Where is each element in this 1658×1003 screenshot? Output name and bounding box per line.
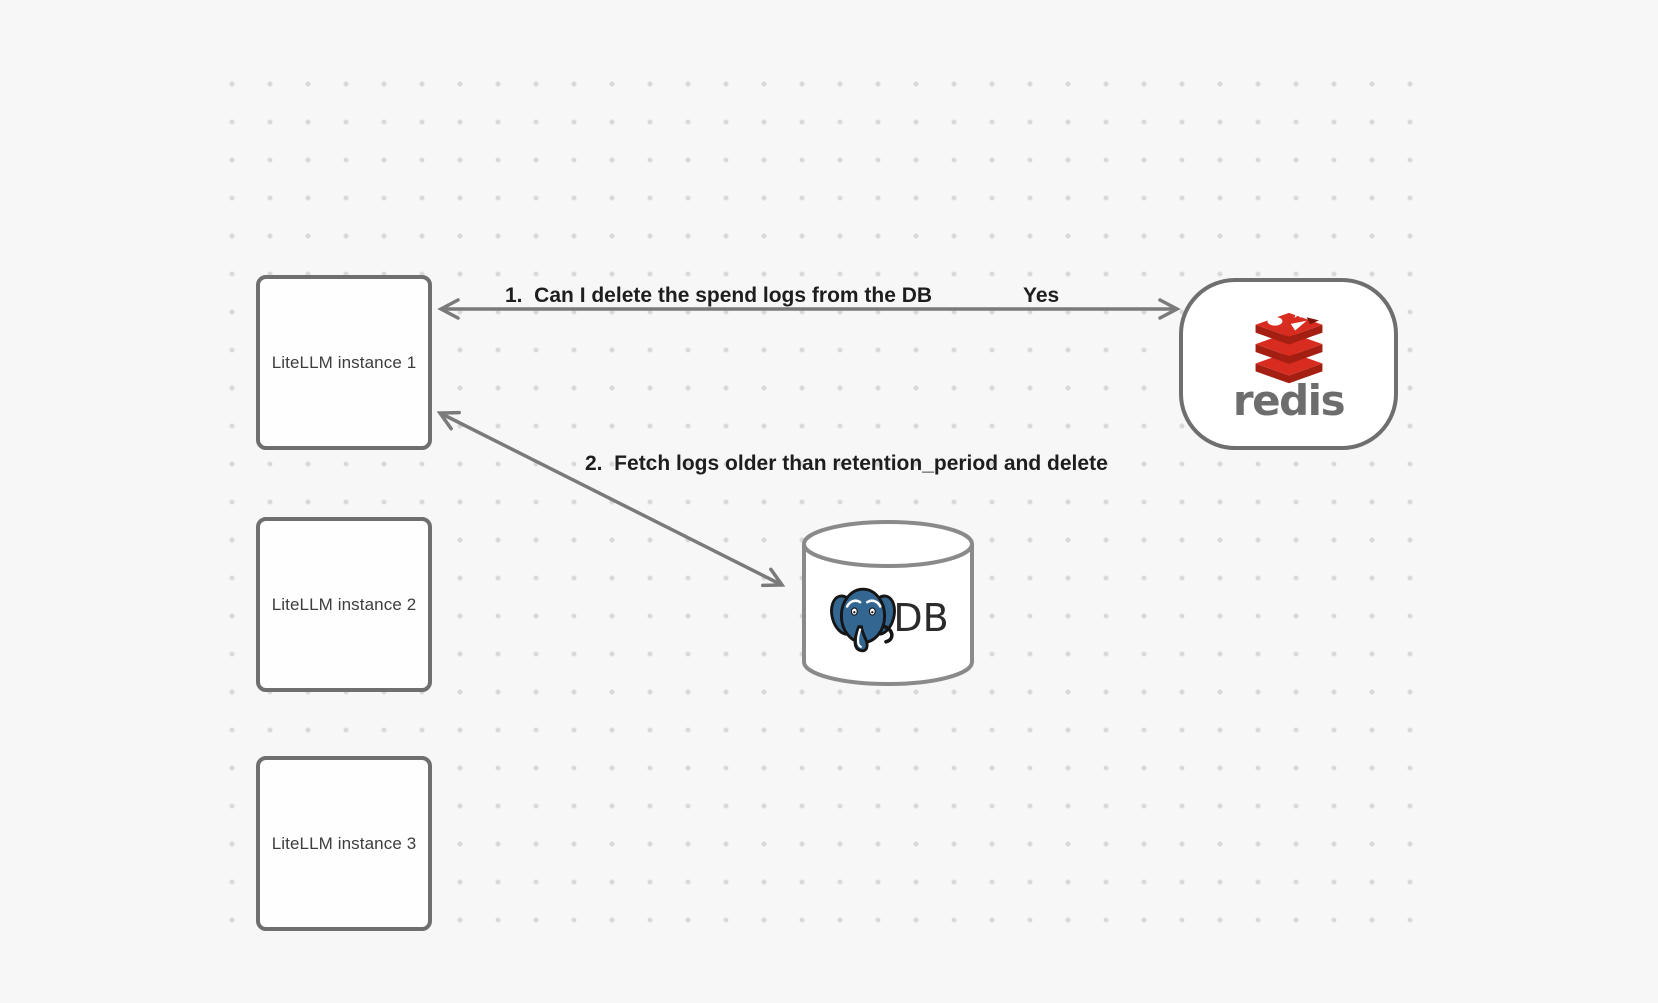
redis-node: redis [1179, 278, 1398, 450]
postgresql-elephant-icon [830, 587, 897, 653]
db-label: DB [893, 596, 949, 640]
edge-1-response-label: Yes [1023, 284, 1060, 307]
litellm-instance-2-node: LiteLLM instance 2 [256, 517, 432, 692]
litellm-instance-1-label: LiteLLM instance 1 [271, 352, 417, 372]
litellm-instance-3-node: LiteLLM instance 3 [256, 756, 432, 931]
edge-2-arrow [436, 410, 786, 588]
litellm-instance-2-label: LiteLLM instance 2 [271, 594, 417, 614]
litellm-instance-1-node: LiteLLM instance 1 [256, 275, 432, 450]
edge-1-label: 1. Can I delete the spend logs from the … [505, 284, 933, 307]
litellm-instance-3-label: LiteLLM instance 3 [271, 833, 417, 853]
edge-2-label: 2. Fetch logs older than retention_perio… [585, 452, 1108, 475]
database-content: DB [809, 576, 967, 660]
redis-logo-icon [1255, 307, 1322, 384]
database-node: DB [799, 518, 977, 688]
redis-wordmark: redis [1232, 376, 1346, 425]
